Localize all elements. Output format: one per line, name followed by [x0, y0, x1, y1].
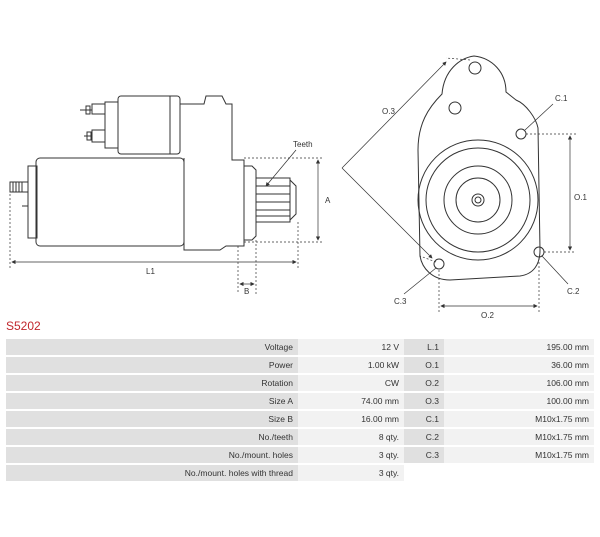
- mid-ear-hole: [448, 101, 462, 115]
- label-o3: O.3: [382, 107, 395, 116]
- label-o1: O.1: [574, 193, 587, 202]
- dimension-label: C.3: [404, 447, 444, 463]
- spec-label: No./mount. holes with thread: [6, 465, 298, 481]
- solenoid-body: [117, 95, 181, 155]
- label-c1: C.1: [555, 94, 568, 103]
- side-view: [9, 95, 297, 251]
- spec-value: 12 V: [298, 339, 404, 355]
- label-a: A: [325, 196, 331, 205]
- spec-label: No./teeth: [6, 429, 298, 445]
- dimension-value: 36.00 mm: [444, 357, 594, 373]
- dimension-value: M10x1.75 mm: [444, 447, 594, 463]
- hole-c1: [515, 128, 527, 140]
- spec-value: 74.00 mm: [298, 393, 404, 409]
- spec-value: 3 qty.: [298, 465, 404, 481]
- front-view-dimensions: [341, 57, 576, 312]
- spec-label: Power: [6, 357, 298, 373]
- top-ear-hole: [468, 61, 482, 75]
- spec-value: 16.00 mm: [298, 411, 404, 427]
- label-c3: C.3: [394, 297, 407, 306]
- dimension-value: M10x1.75 mm: [444, 411, 594, 427]
- dimension-o3-line: [341, 61, 447, 169]
- label-teeth: Teeth: [293, 140, 313, 149]
- pinion-nose: [244, 165, 257, 241]
- spec-label: Size A: [6, 393, 298, 409]
- dimension-value: M10x1.75 mm: [444, 429, 594, 445]
- hole-c3: [433, 258, 445, 270]
- dimension-label: O.1: [404, 357, 444, 373]
- leader-c1: [524, 103, 554, 131]
- spec-value: 3 qty.: [298, 447, 404, 463]
- dimension-label: L.1: [404, 339, 444, 355]
- dimension-value: 106.00 mm: [444, 375, 594, 391]
- dimension-value: [444, 465, 594, 481]
- spec-label: Size B: [6, 411, 298, 427]
- drive-housing: [180, 95, 245, 251]
- spec-value: CW: [298, 375, 404, 391]
- leader-c2: [541, 255, 569, 285]
- pinion-gear: [255, 177, 291, 223]
- hole-c2: [533, 246, 545, 258]
- housing-outer: [417, 139, 539, 261]
- motor-body: [35, 157, 185, 247]
- dimension-label: O.2: [404, 375, 444, 391]
- shaft: [471, 193, 485, 207]
- dimension-label: [404, 465, 444, 481]
- terminal-bottom: [91, 129, 106, 143]
- front-view: [417, 55, 545, 281]
- dimension-label: C.1: [404, 411, 444, 427]
- spec-label: Voltage: [6, 339, 298, 355]
- dimension-value: 195.00 mm: [444, 339, 594, 355]
- label-b: B: [244, 287, 249, 296]
- side-view-dimensions: [9, 149, 322, 294]
- label-c2: C.2: [567, 287, 580, 296]
- mounting-flange: [417, 55, 541, 281]
- terminal-top: [91, 103, 106, 115]
- label-l1: L1: [146, 267, 155, 276]
- spec-value: 1.00 kW: [298, 357, 404, 373]
- leader-c3: [403, 267, 437, 295]
- technical-drawing: Teeth A B L1 O.3 C.1 O: [9, 55, 587, 320]
- teeth-leader: [265, 149, 297, 187]
- spec-value: 8 qty.: [298, 429, 404, 445]
- dimension-label: C.2: [404, 429, 444, 445]
- label-o2: O.2: [481, 311, 494, 320]
- product-code: S5202: [6, 319, 41, 333]
- dimension-value: 100.00 mm: [444, 393, 594, 409]
- spec-label: Rotation: [6, 375, 298, 391]
- rear-cap: [27, 165, 38, 239]
- spec-label: No./mount. holes: [6, 447, 298, 463]
- dimension-label: O.3: [404, 393, 444, 409]
